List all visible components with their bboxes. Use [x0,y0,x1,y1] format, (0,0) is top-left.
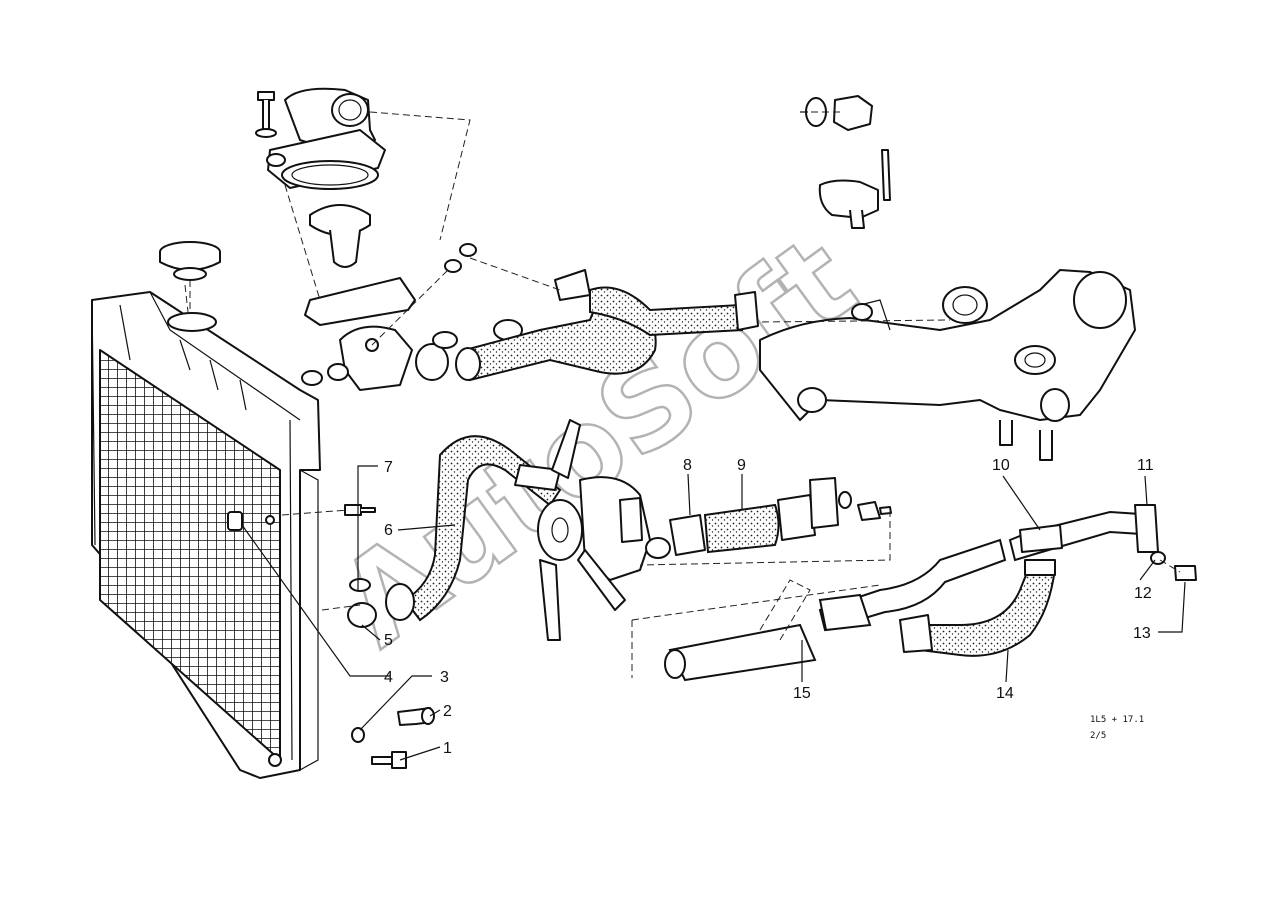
thermostat-housing [267,87,416,391]
alignment-lines [184,111,1181,678]
upper-radiator-hose [455,269,759,382]
radiator-cap [159,241,221,332]
callout-9: 9 [737,457,746,474]
thermostat-bolt [255,91,286,167]
drain-tap [818,149,891,229]
heater-feed-hose [899,559,1057,657]
callout-7: 7 [384,459,393,476]
callout-2: 2 [443,703,452,720]
callout-6: 6 [384,522,393,539]
bypass-fittings [301,319,523,386]
leader-lines [241,465,1186,761]
washer-3 [351,727,365,743]
fan [537,419,626,641]
screw-1 [371,751,407,769]
callout-12: 12 [1134,585,1152,602]
water-manifold [759,269,1136,461]
callout-labels: 1 2 3 4 5 6 7 8 9 10 11 12 13 14 15 [384,457,1154,757]
drain-plug [800,95,873,131]
callout-1: 1 [443,740,452,757]
thermostat-washers [444,243,477,273]
reference-page: 2/5 [1090,731,1106,741]
radiator-drain-bolt [344,504,376,516]
heater-pipe [664,579,872,682]
callout-11: 11 [1137,457,1154,474]
callout-15: 15 [793,685,811,702]
radiator [91,291,321,779]
water-pump [579,476,671,581]
callout-13: 13 [1133,625,1151,642]
callout-5: 5 [384,632,393,649]
bracket-2 [397,707,435,726]
callout-14: 14 [996,685,1014,702]
bypass-hose [669,477,892,556]
callout-10: 10 [992,457,1010,474]
heater-return-hose [818,504,1197,632]
callout-8: 8 [683,457,692,474]
lower-radiator-hose [347,435,562,628]
callout-3: 3 [440,669,449,686]
reference-code: 1L5 + 17.1 [1090,715,1144,725]
callout-4: 4 [384,669,393,686]
